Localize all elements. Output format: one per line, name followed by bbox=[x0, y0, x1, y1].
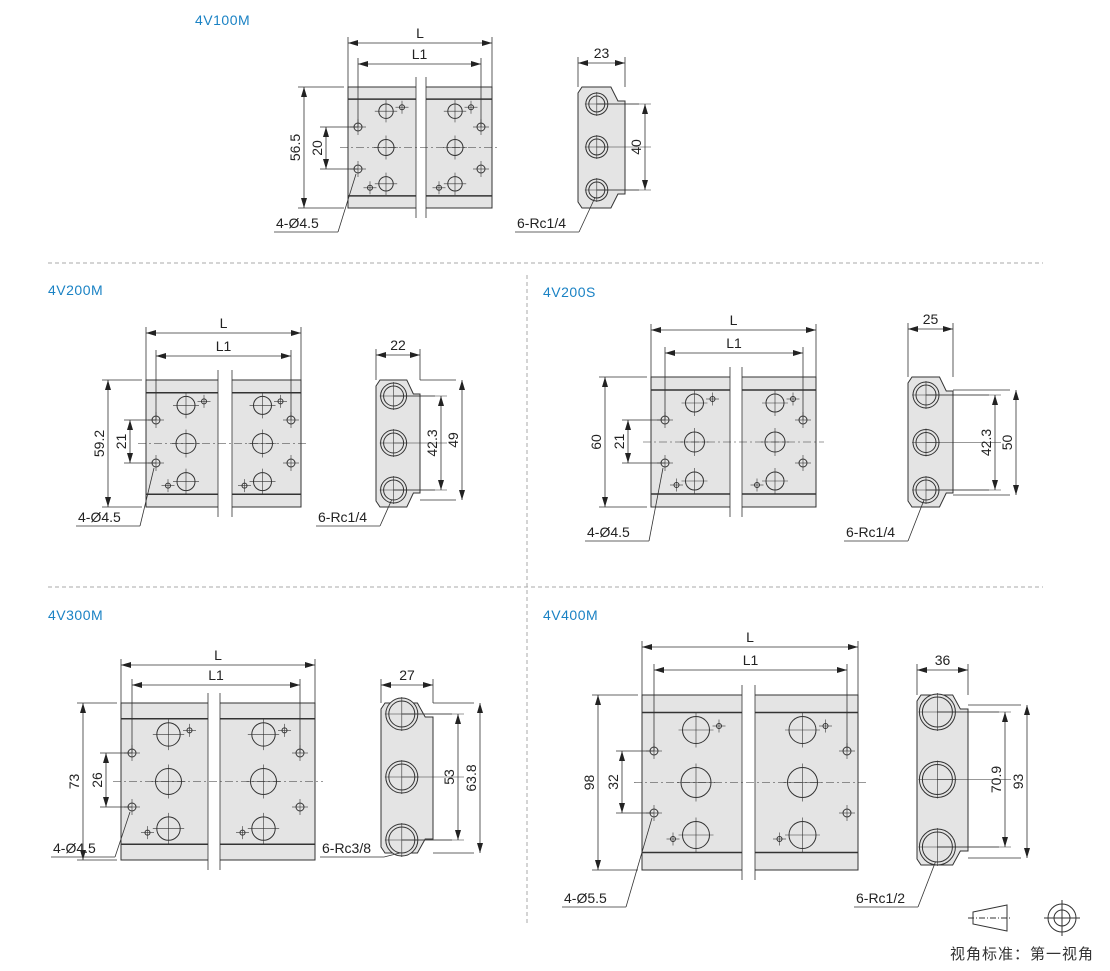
dim-pitch-label: 26 bbox=[89, 772, 105, 788]
dim-port-height-label: 63.8 bbox=[463, 764, 479, 791]
ports-callout-leader bbox=[917, 861, 936, 908]
dim-port-pitch-label: 40 bbox=[628, 139, 644, 155]
dim-port-pitch-label: 70.9 bbox=[988, 766, 1004, 793]
dim-L-label: L bbox=[746, 629, 754, 645]
side-view bbox=[577, 86, 651, 209]
dim-pitch-label: 21 bbox=[113, 434, 129, 450]
dim-L-label: L bbox=[416, 25, 424, 41]
dim-port-pitch-label: 42.3 bbox=[424, 429, 440, 456]
front-view bbox=[643, 367, 824, 517]
panel-4v200s: 4V200S L L1 60 21 25 42.3 50 4-Ø4.5 6-Rc1/4 bbox=[543, 284, 1019, 542]
panel-4v300m: 4V300M L L1 73 26 27 53 63.8 4-Ø4.5 6-Rc3/8 bbox=[48, 607, 483, 870]
panel-4v100m: 4V100M L L1 56.5 20 23 40 4-Ø4.5 6-Rc1/4 bbox=[195, 12, 651, 233]
ports-callout: 6-Rc1/4 bbox=[318, 509, 367, 525]
panel-4v400m: 4V400M L L1 98 32 36 70.9 93 4-Ø5.5 6-Rc1/2 bbox=[543, 607, 1030, 908]
dim-L1-label: L1 bbox=[412, 46, 428, 62]
ports-callout-leader bbox=[379, 499, 392, 527]
first-angle-projection-icon bbox=[968, 900, 1080, 936]
panel-title: 4V100M bbox=[195, 12, 250, 28]
holes-callout-leader bbox=[139, 467, 155, 527]
dim-pitch-label: 21 bbox=[611, 434, 627, 450]
dim-side-width-label: 27 bbox=[399, 667, 415, 683]
ports-callout-leader bbox=[907, 499, 925, 542]
dim-port-height-label: 49 bbox=[445, 432, 461, 448]
dim-side-width-label: 22 bbox=[390, 337, 406, 353]
holes-callout: 4-Ø4.5 bbox=[587, 524, 630, 540]
dim-port-height-label: 50 bbox=[999, 435, 1015, 451]
panel-title: 4V400M bbox=[543, 607, 598, 623]
dim-height-label: 56.5 bbox=[287, 134, 303, 161]
holes-callout-leader bbox=[625, 817, 653, 908]
ports-callout: 6-Rc1/4 bbox=[517, 215, 566, 231]
holes-callout: 4-Ø4.5 bbox=[78, 509, 121, 525]
dim-L-label: L bbox=[220, 315, 228, 331]
holes-callout: 4-Ø5.5 bbox=[564, 890, 607, 906]
dim-L-label: L bbox=[214, 647, 222, 663]
ports-callout: 6-Rc1/4 bbox=[846, 524, 895, 540]
dim-L1-label: L1 bbox=[216, 338, 232, 354]
dim-L1-label: L1 bbox=[726, 335, 742, 351]
dim-port-height-label: 93 bbox=[1010, 774, 1026, 790]
dim-side-width-label: 23 bbox=[594, 45, 610, 61]
front-view bbox=[113, 693, 323, 870]
front-view bbox=[340, 77, 500, 218]
holes-callout-leader bbox=[114, 811, 131, 858]
side-view bbox=[916, 693, 1011, 866]
panel-title: 4V200S bbox=[543, 284, 596, 300]
dim-port-pitch-label: 42.3 bbox=[978, 429, 994, 456]
holes-callout-leader bbox=[648, 467, 664, 542]
section-dividers bbox=[48, 262, 1043, 925]
dim-side-width-label: 25 bbox=[923, 311, 939, 327]
dim-height-label: 98 bbox=[581, 775, 597, 791]
dim-L1-label: L1 bbox=[208, 667, 224, 683]
side-view bbox=[380, 697, 464, 857]
panel-4v200m: 4V200M L L1 59.2 21 22 42.3 49 4-Ø4.5 6-Rc1/4 bbox=[48, 282, 465, 527]
dim-height-label: 60 bbox=[588, 434, 604, 450]
dim-side-width-label: 36 bbox=[935, 652, 951, 668]
ports-callout-leader bbox=[383, 852, 400, 858]
ports-callout-leader bbox=[578, 197, 596, 233]
holes-callout: 4-Ø4.5 bbox=[53, 840, 96, 856]
holes-callout: 4-Ø4.5 bbox=[276, 215, 319, 231]
panel-title: 4V200M bbox=[48, 282, 103, 298]
dim-pitch-label: 32 bbox=[605, 774, 621, 790]
ports-callout: 6-Rc1/2 bbox=[856, 890, 905, 906]
front-view bbox=[138, 370, 309, 517]
dim-port-pitch-label: 53 bbox=[441, 769, 457, 785]
dim-L-label: L bbox=[730, 312, 738, 328]
projection-standard-label: 视角标准：第一视角 bbox=[950, 945, 1095, 963]
panel-title: 4V300M bbox=[48, 607, 103, 623]
dim-height-label: 73 bbox=[66, 774, 82, 790]
ports-callout: 6-Rc3/8 bbox=[322, 840, 371, 856]
holes-callout-leader bbox=[337, 173, 357, 233]
dim-pitch-label: 20 bbox=[309, 140, 325, 156]
dim-L1-label: L1 bbox=[743, 652, 759, 668]
front-view bbox=[634, 685, 866, 880]
dim-height-label: 59.2 bbox=[91, 430, 107, 457]
